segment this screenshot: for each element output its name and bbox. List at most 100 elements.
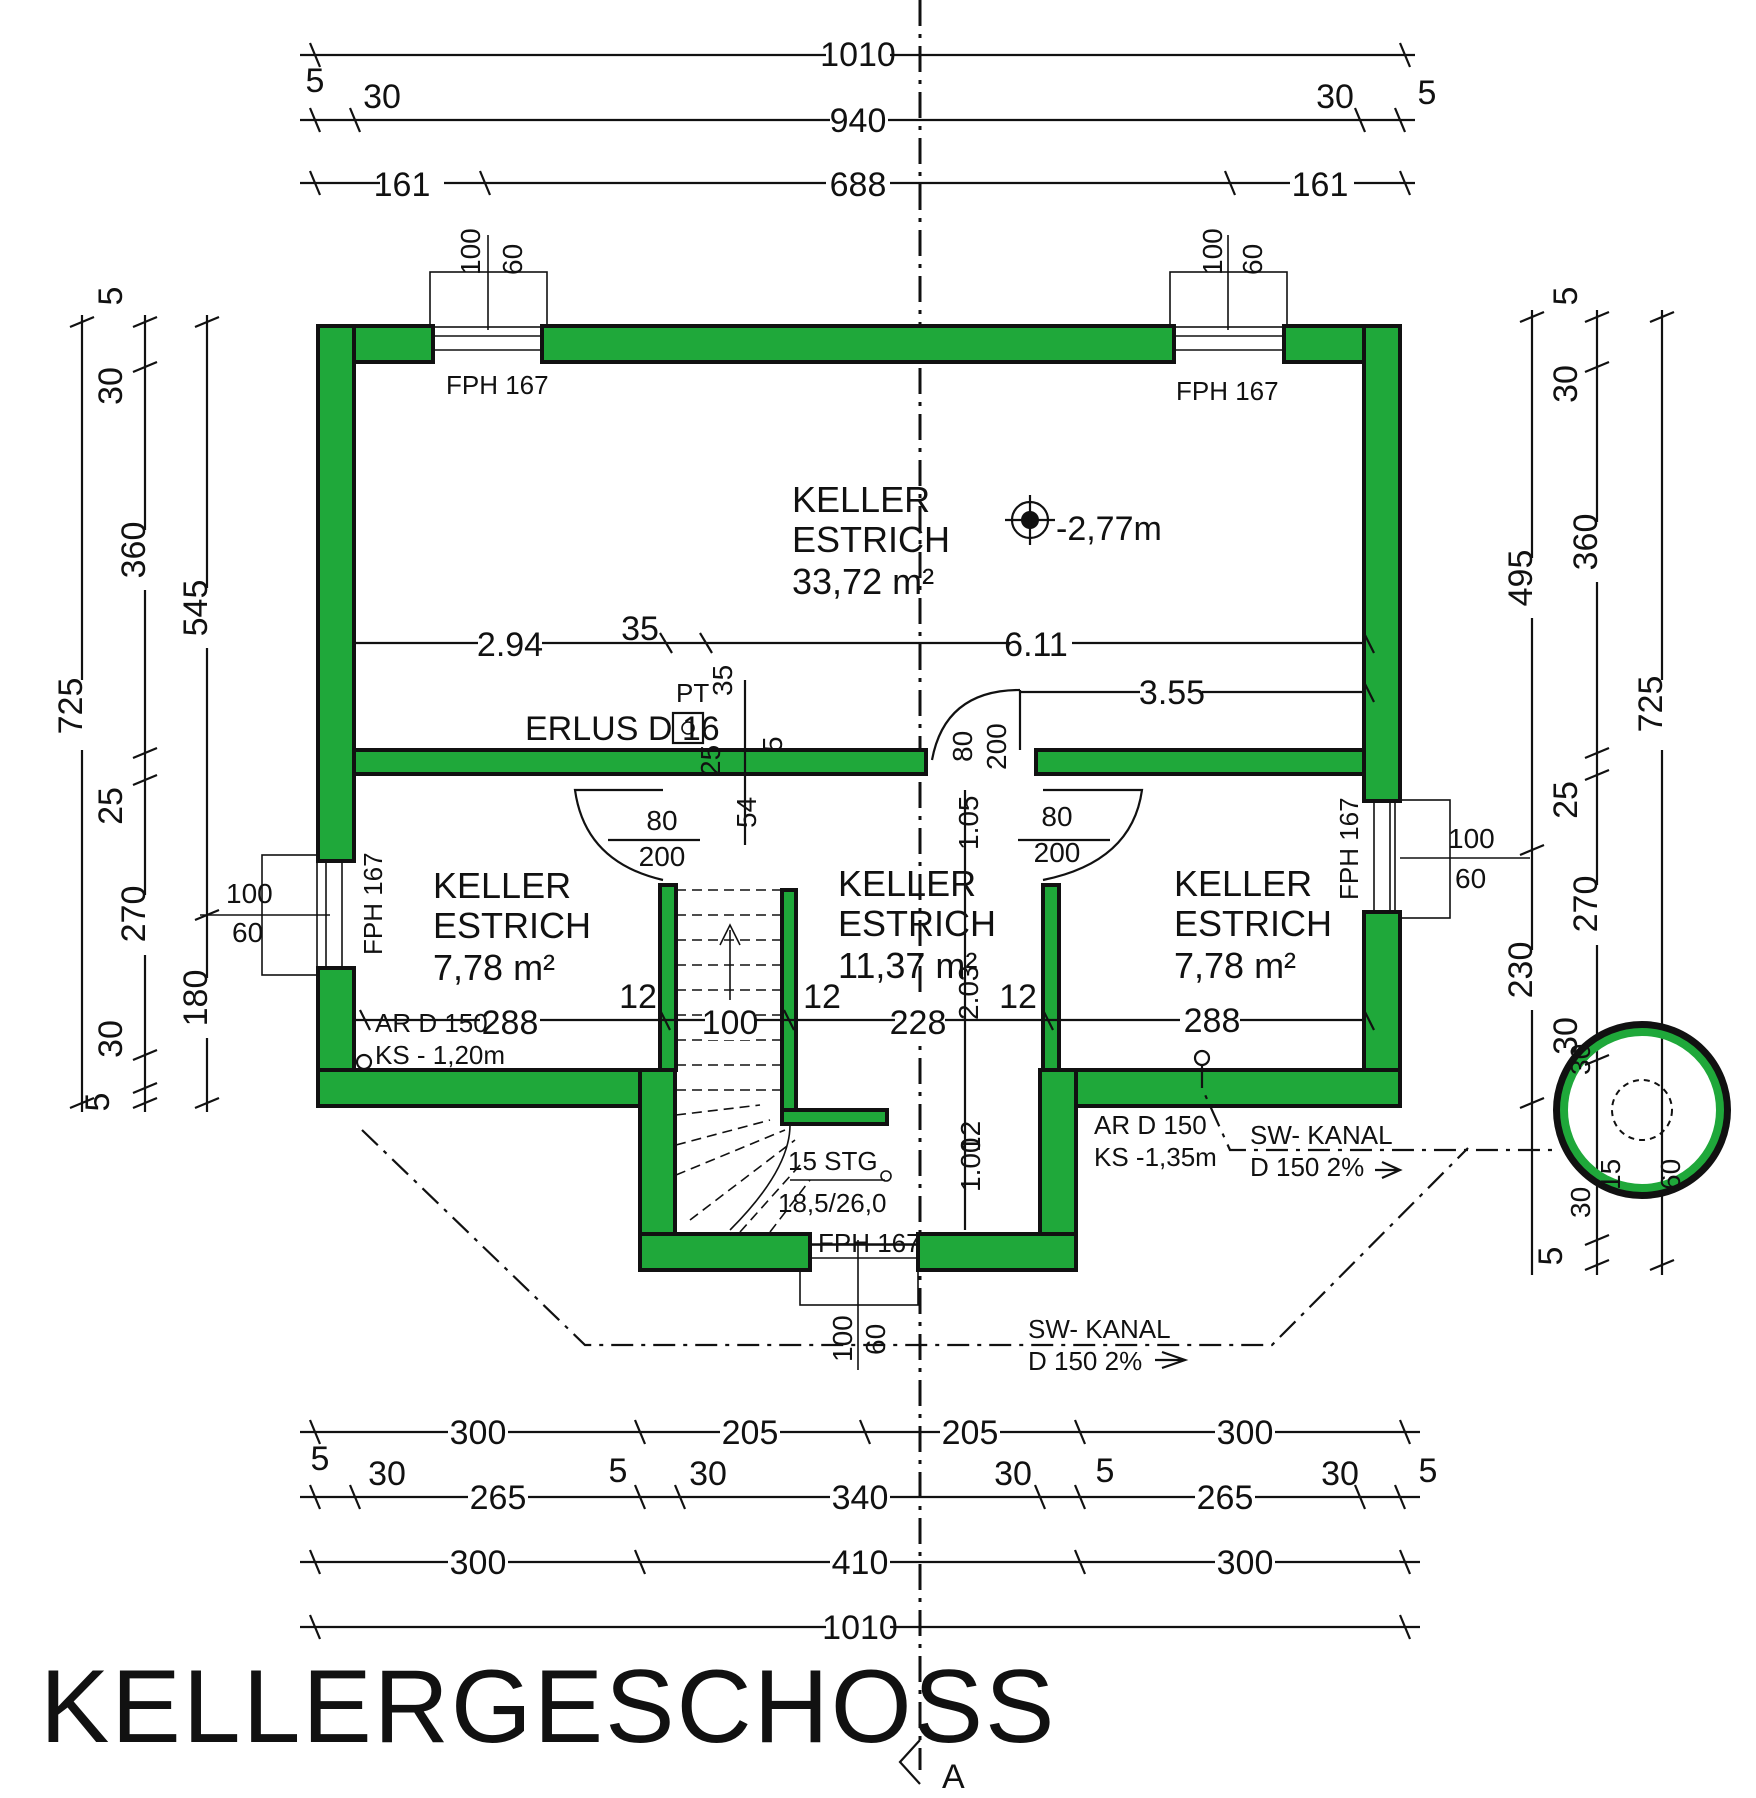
drain-right-label: AR D 150	[1094, 1110, 1207, 1140]
win-top-left-h: 60	[497, 244, 528, 275]
dim-bot-340: 340	[832, 1479, 889, 1517]
dim-top-total: 1010	[820, 36, 896, 74]
dim-bot-265b: 265	[1197, 1479, 1254, 1517]
dim-611: 6.11	[1004, 626, 1068, 664]
room-center: KELLER ESTRICH 11,37 m²	[838, 863, 996, 986]
dim-left-725: 725	[52, 678, 90, 735]
dim-288b: 288	[1184, 1002, 1241, 1040]
drain-right-ks: KS -1,35m	[1094, 1142, 1217, 1172]
dim-105: 1.05	[953, 796, 984, 851]
dim-left-25: 25	[92, 787, 130, 825]
dim-bot-30d: 30	[1321, 1455, 1359, 1493]
dim-203: 2.03	[953, 966, 984, 1021]
dim-bot-30a: 30	[368, 1455, 406, 1493]
window-glazing	[325, 335, 1391, 1259]
dim-right-5b: 5	[1532, 1247, 1570, 1266]
dim-bot-205a: 205	[722, 1414, 779, 1452]
room-left-area: 7,78 m²	[433, 947, 555, 988]
stairs-count: 15 STG	[788, 1146, 878, 1176]
win-right-w: 100	[1448, 823, 1495, 854]
bottom-dimensions: 300 205 205 300 5 30 265 5 30 340 30 5 2…	[300, 1412, 1437, 1647]
room-center-area: 11,37 m²	[838, 945, 977, 986]
room-main-area: 33,72 m²	[792, 561, 934, 602]
left-dimensions: 725 5 30 360 25 270 30 5 545 180	[52, 287, 228, 1112]
win-bottom-h: 60	[860, 1324, 891, 1355]
dim-35b: 35	[707, 665, 738, 696]
sewer-right-label: SW- KANAL	[1250, 1120, 1393, 1150]
dim-bot-265a: 265	[470, 1479, 527, 1517]
room-left-floor: ESTRICH	[433, 905, 591, 946]
dim-100b: 1.00	[955, 1138, 986, 1193]
section-marker	[898, 1739, 921, 1785]
dim-bot-1010: 1010	[822, 1609, 898, 1647]
room-center-name: KELLER	[838, 863, 976, 904]
dim-left-5b: 5	[79, 1093, 117, 1112]
win-top-right-w: 100	[1197, 228, 1228, 275]
level-marker	[1005, 495, 1055, 545]
drain-left-ks: KS - 1,20m	[375, 1040, 505, 1070]
dim-top-161l: 161	[374, 166, 431, 204]
dim-12a: 12	[619, 978, 657, 1016]
window-label-right: FPH 167	[1334, 797, 1364, 900]
dim-bot-30c: 30	[994, 1455, 1032, 1493]
dim-bot-300d: 300	[1217, 1544, 1274, 1582]
plan-title: KELLERGESCHOSS	[40, 1649, 1056, 1765]
level-value: -2,77m	[1056, 510, 1162, 548]
shaft-dim-30b: 30	[1565, 1187, 1596, 1218]
dim-5-small: 5	[757, 736, 788, 752]
shaft-dim-60: 60	[1655, 1159, 1686, 1190]
win-top-left-w: 100	[455, 228, 486, 275]
dim-top-161r: 161	[1292, 166, 1349, 204]
dim-right-230: 230	[1502, 942, 1540, 999]
door-center-height: 200	[981, 723, 1012, 770]
door-left-height: 200	[639, 841, 686, 872]
dim-bot-5b: 5	[609, 1452, 628, 1490]
dim-54: 54	[731, 797, 762, 828]
dim-12b: 12	[803, 978, 841, 1016]
dim-left-360: 360	[115, 522, 153, 579]
window-label-bottom: FPH 167	[818, 1228, 921, 1258]
dim-bot-300c: 300	[450, 1544, 507, 1582]
door-right-width: 80	[1041, 801, 1072, 832]
win-left-w: 100	[226, 878, 273, 909]
shaft	[1553, 1021, 1731, 1199]
room-right-area: 7,78 m²	[1174, 945, 1296, 986]
dim-right-360: 360	[1567, 514, 1605, 571]
dim-left-30b: 30	[92, 1020, 130, 1058]
dim-left-270: 270	[115, 886, 153, 943]
top-dimensions: 1010 5 30 940 30 5 161 688 161	[300, 32, 1436, 204]
win-top-right-h: 60	[1237, 244, 1268, 275]
dim-bot-5d: 5	[1419, 1452, 1438, 1490]
chimney-label: ERLUS D 16	[525, 710, 720, 748]
dim-bot-300b: 300	[1217, 1414, 1274, 1452]
dim-left-180: 180	[177, 970, 215, 1027]
room-main-floor: ESTRICH	[792, 519, 950, 560]
dim-left-30a: 30	[92, 367, 130, 405]
dim-right-495: 495	[1502, 550, 1540, 607]
dim-top-5r: 5	[1418, 74, 1437, 112]
sewer-bottom-label: SW- KANAL	[1028, 1314, 1171, 1344]
dim-355: 3.55	[1139, 674, 1205, 712]
dim-top-688: 688	[830, 166, 887, 204]
dim-12c: 12	[999, 978, 1037, 1016]
window-label-top-right: FPH 167	[1176, 376, 1279, 406]
section-marker-label: A	[942, 1758, 965, 1796]
dim-288a: 288	[482, 1004, 539, 1042]
window-label-left: FPH 167	[358, 852, 388, 955]
dim-top-30l: 30	[363, 78, 401, 116]
dim-25: 25	[695, 745, 726, 776]
doors	[573, 688, 1144, 882]
room-center-floor: ESTRICH	[838, 903, 996, 944]
dim-left-5a: 5	[92, 287, 130, 306]
shaft-dim-15: 15	[1595, 1159, 1626, 1190]
dim-top-940: 940	[830, 102, 887, 140]
win-right-h: 60	[1455, 863, 1486, 894]
room-left-name: KELLER	[433, 865, 571, 906]
dim-right-25: 25	[1547, 781, 1585, 819]
dim-top-30r: 30	[1316, 78, 1354, 116]
drain-left-label: AR D 150	[375, 1008, 488, 1038]
door-left-width: 80	[646, 805, 677, 836]
room-main-name: KELLER	[792, 479, 930, 520]
dim-right-30a: 30	[1547, 365, 1585, 403]
